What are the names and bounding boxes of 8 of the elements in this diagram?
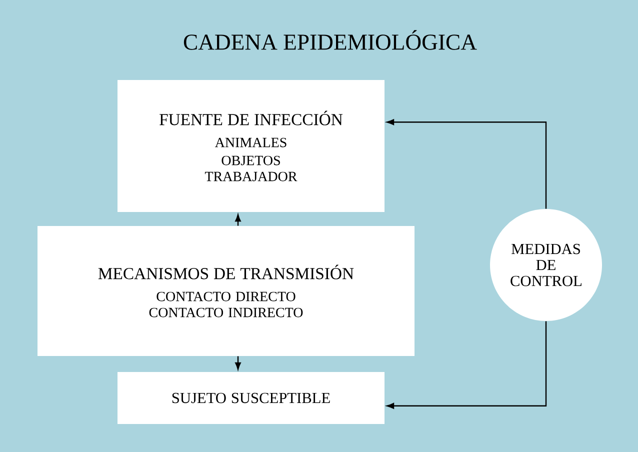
process-box: SUJETO SUSCEPTIBLE [118, 372, 384, 424]
arrow [386, 321, 547, 409]
process-box: FUENTE DE INFECCIÓN ANIMALES OBJETOS TRABAJADOR [118, 80, 384, 212]
process-box: MECANISMOS DE TRANSMISIÓN CONTACTO DIRECTO CONTACTO INDIRECTO [38, 226, 414, 356]
arrow [235, 214, 241, 226]
title: CADENA EPIDEMIOLÓGICA [184, 30, 477, 50]
arrow [235, 356, 241, 370]
arrow [386, 119, 547, 209]
